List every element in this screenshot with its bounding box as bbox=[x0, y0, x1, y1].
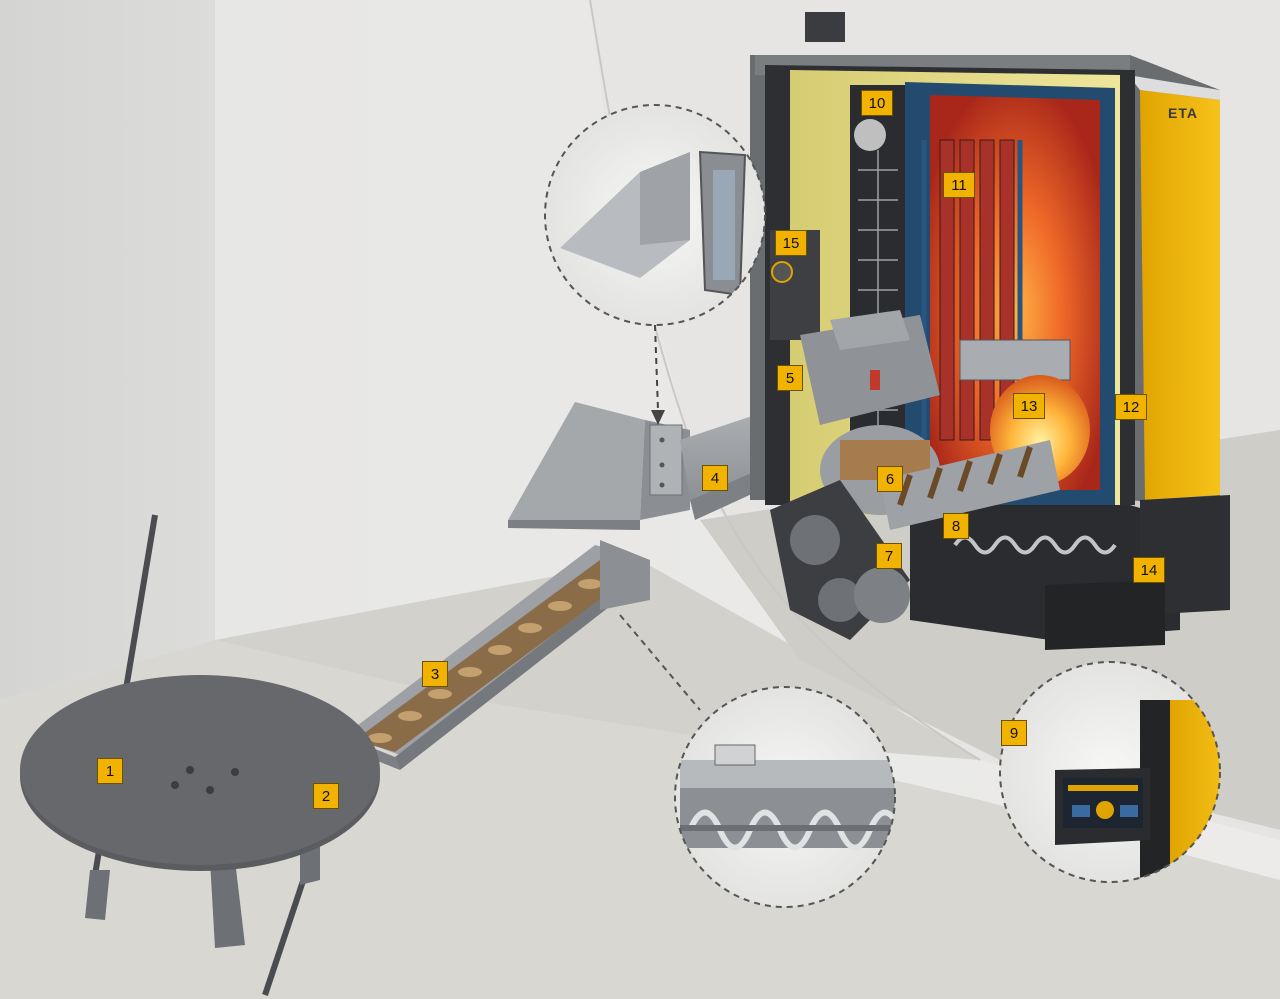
touch-control-panel-detail bbox=[999, 661, 1221, 883]
safety-switch bbox=[870, 370, 880, 390]
callout-11: 11 bbox=[943, 172, 975, 198]
callout-6: 6 bbox=[877, 466, 903, 492]
callout-9: 9 bbox=[1001, 720, 1027, 746]
callout-1: 1 bbox=[97, 758, 123, 784]
callout-4: 4 bbox=[702, 465, 728, 491]
callout-2: 2 bbox=[313, 783, 339, 809]
pellet-inlet-hopper bbox=[508, 402, 690, 530]
stoker-drive-unit bbox=[770, 310, 1060, 640]
callout-10: 10 bbox=[861, 90, 893, 116]
deflector-plates-detail bbox=[544, 104, 766, 425]
callout-8: 8 bbox=[943, 513, 969, 539]
callout-5: 5 bbox=[777, 365, 803, 391]
screw-conveyor-trough bbox=[340, 540, 650, 770]
motor-icon bbox=[771, 261, 793, 283]
flue-pipe bbox=[805, 12, 845, 42]
lambda-sensor bbox=[854, 119, 886, 151]
callout-7: 7 bbox=[876, 543, 902, 569]
callout-13: 13 bbox=[1013, 393, 1045, 419]
callout-3: 3 bbox=[422, 661, 448, 687]
grate-mechanism bbox=[959, 339, 1071, 381]
callout-14: 14 bbox=[1133, 557, 1165, 583]
stoker-screw-tube bbox=[880, 440, 1060, 530]
ash-screw bbox=[953, 535, 1117, 555]
screw-conveyor-detail bbox=[619, 614, 896, 908]
pointer-arrow-icon bbox=[651, 410, 665, 425]
brand-mark: ETA bbox=[1168, 105, 1198, 121]
callout-12: 12 bbox=[1115, 394, 1147, 420]
callout-15: 15 bbox=[775, 230, 807, 256]
